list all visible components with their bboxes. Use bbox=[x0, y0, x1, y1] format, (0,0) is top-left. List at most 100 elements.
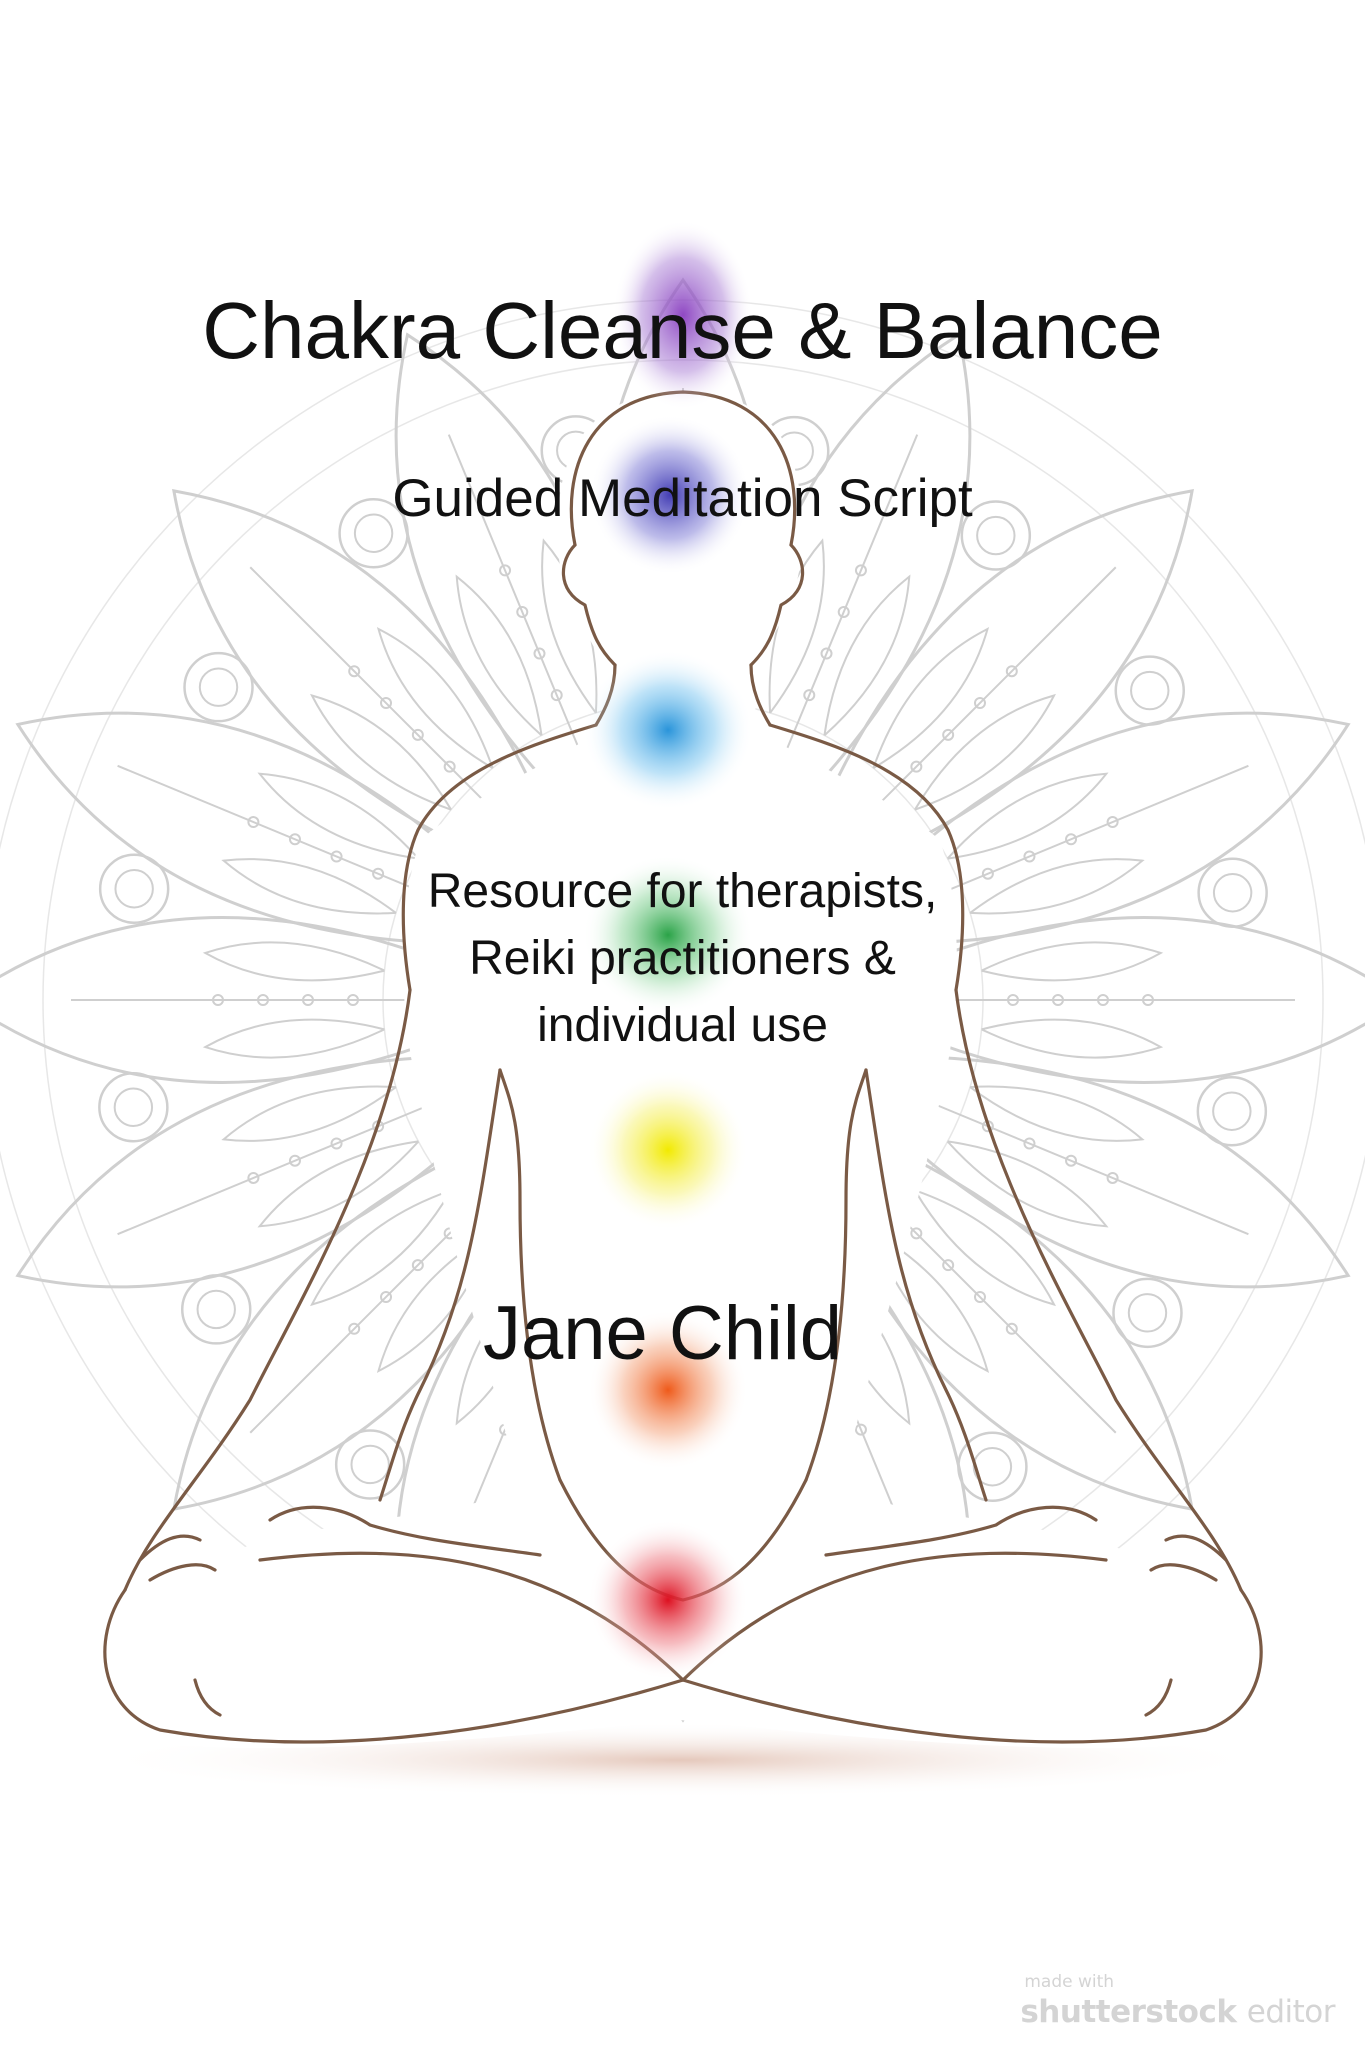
mandala-ornament bbox=[1052, 994, 1064, 1006]
author-name: Jane Child bbox=[482, 1291, 843, 1376]
mandala-ornament bbox=[198, 667, 239, 707]
mandala-ornament bbox=[973, 697, 986, 710]
mandala-ornament bbox=[1023, 850, 1036, 863]
book-subtitle: Guided Meditation Script bbox=[392, 469, 973, 528]
mandala-ornament bbox=[981, 1018, 1164, 1059]
mandala-ornament bbox=[533, 647, 546, 660]
mandala-ornament bbox=[302, 994, 314, 1006]
mandala-ornament bbox=[447, 434, 585, 761]
root-chakra bbox=[588, 1520, 748, 1680]
mandala-ornament bbox=[372, 867, 385, 880]
mandala-ornament bbox=[946, 772, 1109, 860]
mandala-ornament bbox=[901, 1055, 1351, 1289]
mandala-ornament bbox=[347, 994, 359, 1006]
mandala-ornament bbox=[972, 1447, 1013, 1487]
mandala-ornament bbox=[901, 711, 1351, 945]
mandala-ornament bbox=[257, 772, 420, 860]
mandala-ornament bbox=[288, 1154, 301, 1167]
mandala-ornament bbox=[455, 574, 543, 737]
sacral-chakra bbox=[588, 1310, 748, 1470]
audience-text: Resource for therapists, Reiki practitio… bbox=[0, 858, 1365, 1059]
mandala-ornament bbox=[550, 689, 563, 702]
audience-line: Reiki practitioners & bbox=[469, 932, 896, 985]
mandala-ornament bbox=[910, 1227, 923, 1240]
mandala-ornament bbox=[922, 764, 1249, 902]
mandala-ornament bbox=[1005, 1322, 1018, 1335]
mandala-ornament bbox=[981, 867, 994, 880]
mandala-ornament bbox=[837, 605, 850, 618]
mandala-ornament bbox=[15, 711, 465, 945]
book-title: Chakra Cleanse & Balance bbox=[202, 286, 1163, 375]
mandala-ornament bbox=[872, 627, 990, 769]
mandala-ornament bbox=[117, 1098, 444, 1236]
mandala-ornament bbox=[1106, 816, 1119, 829]
mandala-ornament bbox=[1065, 833, 1078, 846]
mandala-ornament bbox=[768, 538, 825, 714]
mandala-ornament bbox=[1212, 873, 1253, 913]
mandala-ornament bbox=[946, 1140, 1109, 1228]
mandala-ornament bbox=[411, 1259, 424, 1272]
mandala-ornament bbox=[330, 850, 343, 863]
mandala-ornament bbox=[1106, 1171, 1119, 1184]
watermark-suffix: editor bbox=[1246, 1994, 1336, 2030]
mandala-ornament bbox=[113, 1087, 154, 1127]
mandala-ornament bbox=[914, 1189, 1056, 1307]
mandala-ornament bbox=[1196, 1076, 1268, 1147]
mandala-ornament bbox=[910, 760, 923, 773]
mandala-ornament bbox=[247, 1171, 260, 1184]
audience-line: Resource for therapists, bbox=[427, 865, 938, 918]
mandala-ornament bbox=[1007, 994, 1019, 1006]
mandala-ornament bbox=[1065, 1154, 1078, 1167]
mandala-ornament bbox=[348, 665, 361, 678]
mandala-ornament bbox=[202, 1018, 385, 1059]
mandala-ornament bbox=[541, 538, 598, 714]
crown-chakra bbox=[613, 220, 753, 410]
mandala-ornament bbox=[973, 1290, 986, 1303]
mandala-ornament bbox=[1142, 994, 1154, 1006]
mandala-ornament bbox=[516, 605, 529, 618]
mandala-ornament bbox=[15, 1055, 465, 1289]
mandala-ornament bbox=[1114, 655, 1186, 726]
mandala-ornament bbox=[0, 916, 428, 1084]
mandala-ornament bbox=[820, 647, 833, 660]
mandala-ornament bbox=[854, 1423, 867, 1436]
mandala-ornament bbox=[202, 941, 385, 982]
mandala-ornament bbox=[353, 513, 394, 553]
mandala-ornament bbox=[380, 1290, 393, 1303]
mandala-ornament bbox=[257, 994, 269, 1006]
mandala-ornament bbox=[376, 627, 494, 769]
mandala-ornament bbox=[330, 1137, 343, 1150]
mandala-ornament bbox=[981, 941, 1164, 982]
mandala-ornament bbox=[831, 489, 1194, 852]
mandala-ornament bbox=[914, 693, 1056, 811]
mandala-ornament bbox=[257, 1140, 420, 1228]
mandala-ornament bbox=[288, 833, 301, 846]
mandala-ornament bbox=[380, 697, 393, 710]
mandala-ornament bbox=[221, 1085, 397, 1142]
heart-chakra bbox=[583, 855, 753, 1015]
mandala-ornament bbox=[443, 760, 456, 773]
mandala-ornament bbox=[1130, 670, 1170, 711]
mandala-ornament bbox=[196, 1289, 236, 1330]
mandala-ornament bbox=[872, 1231, 990, 1373]
mandala-ornament bbox=[1127, 1293, 1168, 1333]
mandala-ornament bbox=[922, 1098, 1249, 1236]
mandala-ornament bbox=[1112, 1277, 1183, 1349]
mandala-ornament bbox=[960, 500, 1032, 571]
mandala-ornament bbox=[310, 693, 452, 811]
mandala-ornament bbox=[98, 1071, 169, 1143]
mandala-ornament bbox=[976, 515, 1016, 556]
mandala-ornament bbox=[117, 764, 444, 902]
mandala-ornament bbox=[1212, 1091, 1252, 1131]
watermark-brand-name: shutterstock bbox=[1020, 1994, 1237, 2030]
third-eye-chakra bbox=[590, 415, 750, 575]
audience-line: individual use bbox=[537, 999, 828, 1052]
mandala-ornament bbox=[969, 858, 1145, 915]
mandala-ornament bbox=[1023, 1137, 1036, 1150]
shutterstock-watermark: made with shutterstock editor bbox=[1020, 1972, 1335, 2030]
mandala-ornament bbox=[1097, 994, 1109, 1006]
chakra-glows bbox=[583, 220, 753, 1680]
mandala-ornament bbox=[183, 651, 254, 723]
mandala-ornament bbox=[942, 728, 955, 741]
